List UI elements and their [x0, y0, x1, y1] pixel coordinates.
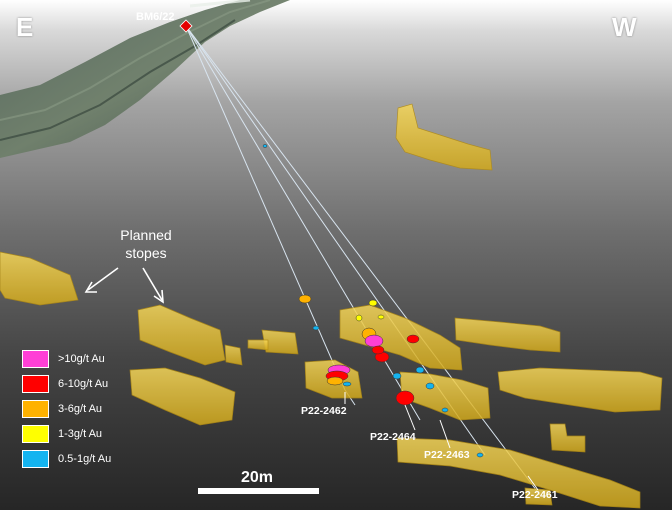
legend-label: 6-10g/t Au: [58, 378, 109, 390]
intercept-marker: [415, 366, 425, 374]
intercept-marker: [312, 325, 320, 331]
intercept-marker: [326, 376, 344, 386]
stope-block: [396, 437, 641, 509]
intercept-marker: [441, 407, 449, 413]
legend-label: 0.5-1g/t Au: [58, 453, 112, 465]
intercept-marker: [377, 314, 385, 320]
stope-block: [454, 317, 561, 353]
legend-label: 3-6g/t Au: [58, 403, 103, 415]
intercept-marker: [395, 390, 415, 406]
legend-item: 1-3g/t Au: [22, 425, 162, 445]
planned-stopes-line-1: Planned: [120, 227, 172, 243]
hole-label-p22-2464: P22-2464: [370, 431, 416, 443]
annotation-arrows: [84, 267, 164, 304]
hole-label-p22-2463: P22-2463: [424, 449, 470, 461]
stope-block: [224, 344, 243, 366]
topography-surface: [0, 0, 290, 158]
hole-label-p22-2461: P22-2461: [512, 489, 558, 501]
hole-label-p22-2462: P22-2462: [301, 405, 347, 417]
stope-block: [395, 103, 493, 171]
legend-item: 3-6g/t Au: [22, 400, 162, 420]
intercept-marker: [425, 382, 435, 390]
intercept-marker: [262, 144, 268, 148]
intercept-marker: [342, 381, 352, 387]
legend-label: >10g/t Au: [58, 353, 105, 365]
intercept-marker: [392, 372, 402, 380]
stope-block: [549, 423, 586, 453]
stope-block: [129, 367, 236, 426]
planned-stopes-line-2: stopes: [125, 245, 167, 261]
intercept-marker: [371, 345, 385, 355]
intercept-marker: [355, 314, 363, 322]
legend-swatch: [22, 425, 49, 443]
legend-item: 6-10g/t Au: [22, 375, 162, 395]
intercept-marker: [476, 452, 484, 458]
stope-block: [497, 367, 663, 413]
legend-swatch: [22, 450, 49, 468]
view-label-east: E: [16, 12, 34, 42]
stope-blocks: [0, 103, 663, 509]
stope-block: [0, 251, 79, 306]
planned-stopes-label: Planned stopes: [116, 226, 176, 262]
legend-label: 1-3g/t Au: [58, 428, 103, 440]
legend-swatch: [22, 375, 49, 393]
stope-block: [247, 339, 269, 351]
intercept-marker: [298, 294, 312, 304]
intercepts: [262, 144, 484, 458]
drill-trace-p22-2461: [185, 25, 541, 496]
stope-block: [339, 304, 463, 371]
scale-bar-label: 20m: [241, 469, 274, 486]
intercept-marker: [406, 334, 420, 344]
legend-swatch: [22, 400, 49, 418]
view-label-west: W: [612, 12, 637, 42]
drill-traces: [185, 25, 541, 496]
collar-label: BM6/22: [136, 11, 175, 23]
scale-bar: [198, 488, 319, 494]
intercept-marker: [364, 334, 384, 348]
legend-item: >10g/t Au: [22, 350, 162, 370]
stope-block: [524, 487, 553, 506]
collar-marker: [179, 19, 193, 33]
intercept-marker: [368, 299, 378, 307]
label-leaders: [344, 392, 539, 491]
stope-block: [137, 304, 226, 366]
legend-item: 0.5-1g/t Au: [22, 450, 162, 470]
legend-swatch: [22, 350, 49, 368]
